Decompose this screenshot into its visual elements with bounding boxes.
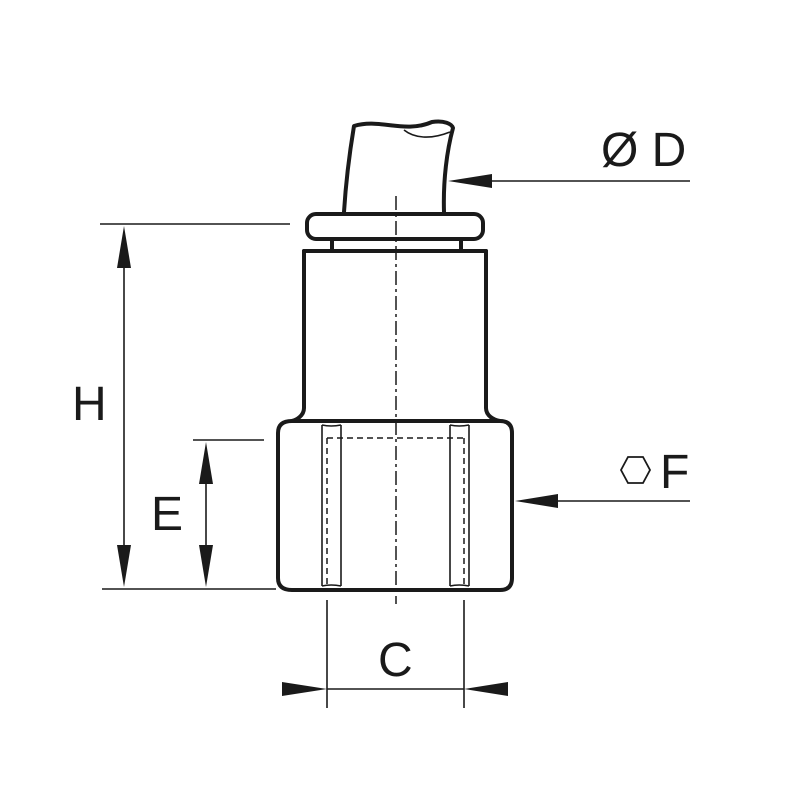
hexagon-icon bbox=[619, 456, 652, 484]
dimension-d bbox=[448, 174, 690, 188]
hex-nut bbox=[276, 419, 514, 592]
collet-ring bbox=[302, 212, 488, 253]
dimension-e bbox=[193, 439, 264, 587]
label-thread-c: C bbox=[378, 634, 413, 687]
dimension-h bbox=[100, 223, 290, 590]
label-height-h: H bbox=[72, 378, 107, 431]
label-hex-f: F bbox=[660, 446, 689, 499]
dimension-f bbox=[515, 494, 690, 508]
label-thread-length-e: E bbox=[151, 488, 183, 541]
tube bbox=[342, 119, 455, 214]
dimension-c bbox=[282, 600, 508, 708]
label-diameter-d: Ø D bbox=[601, 124, 686, 177]
